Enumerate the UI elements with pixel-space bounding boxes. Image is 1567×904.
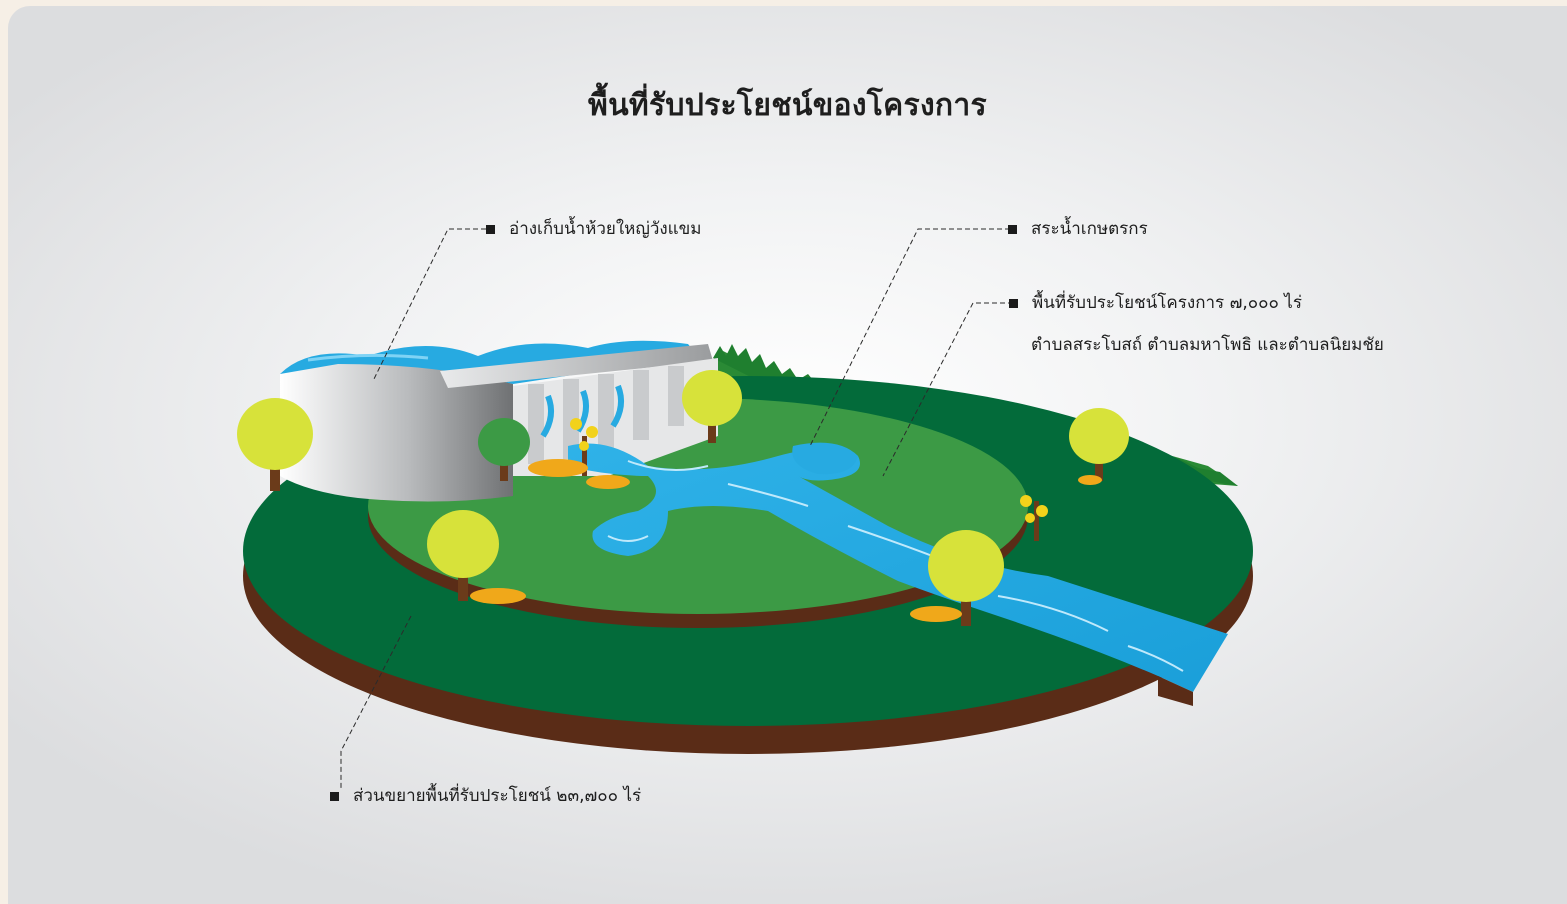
label-extension-area: ส่วนขยายพื้นที่รับประโยชน์ ๒๓,๗๐๐ ไร่ [330,783,641,809]
label-farm-pond-text: สระน้ำเกษตรกร [1031,219,1148,239]
tree-icon [1069,408,1129,481]
label-extension-area-text: ส่วนขยายพื้นที่รับประโยชน์ ๒๓,๗๐๐ ไร่ [353,786,642,806]
label-farm-pond: สระน้ำเกษตรกร [1008,216,1148,242]
tree-icon [427,510,499,601]
tree-icon [682,370,742,443]
label-project-area: พื้นที่รับประโยชน์โครงการ ๗,๐๐๐ ไร่ [1009,290,1302,316]
tree-icon [570,418,598,476]
leader-lines [340,228,1013,788]
bullet-icon [486,224,495,234]
dam-icon [280,340,718,502]
diagram-panel: พื้นที่รับประโยชน์ของโครงการ [8,6,1567,904]
bullet-icon [1009,298,1018,308]
tree-icon [237,398,313,491]
label-project-area-line1: พื้นที่รับประโยชน์โครงการ ๗,๐๐๐ ไร่ [1032,293,1302,313]
tree-icon [928,530,1004,626]
tree-icon [1020,495,1048,541]
label-project-area-line2: ตำบลสระโบสถ์ ตำบลมหาโพธิ และตำบลนิยมชัย [1031,335,1384,355]
tree-icon [478,418,530,481]
pond-icon [792,442,858,475]
bullet-icon [330,791,339,801]
label-reservoir-text: อ่างเก็บน้ำห้วยใหญ่วังแขม [509,219,702,239]
flower-bush-icon [470,459,1102,622]
bullet-icon [1008,224,1017,234]
label-reservoir: อ่างเก็บน้ำห้วยใหญ่วังแขม [486,216,701,242]
project-area-illustration [237,228,1253,788]
page-title: พื้นที่รับประโยชน์ของโครงการ [588,88,987,123]
